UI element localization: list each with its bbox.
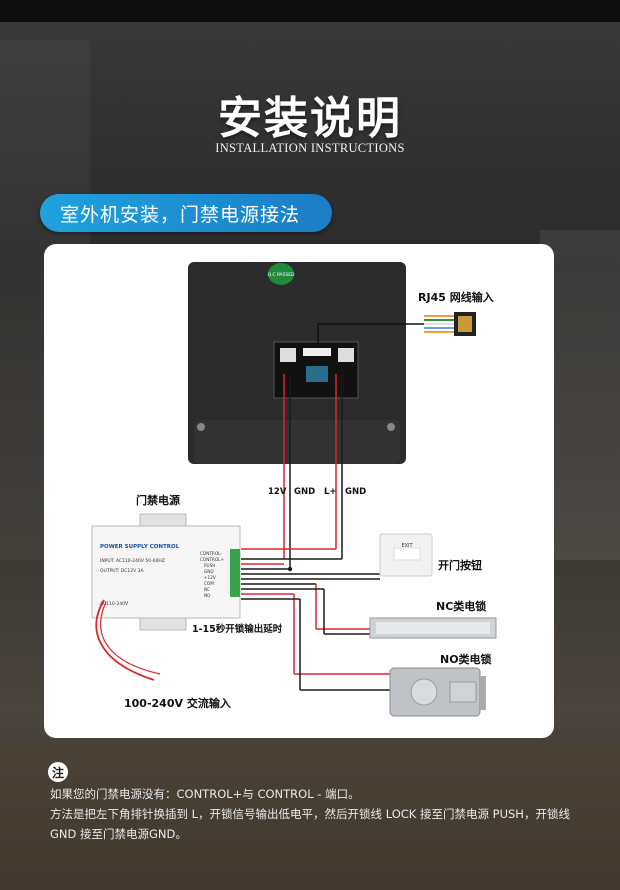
terminal-label: CONTROL- xyxy=(200,551,222,556)
section-title-text: 室外机安装，门禁电源接法 xyxy=(60,203,301,226)
no-lock xyxy=(389,667,486,717)
no-lock-wires xyxy=(241,593,390,691)
psu-output: OUTPUT: DC12V 3A xyxy=(100,568,144,574)
rj45-label: RJ45 网线输入 xyxy=(418,290,494,304)
power-supply-box xyxy=(91,513,241,631)
ac-input-cable xyxy=(95,599,161,681)
terminal-label: COM xyxy=(204,581,214,586)
page-title: 安装说明 xyxy=(218,93,402,144)
note-line-2: 方法是把左下角排针换插到 L，开锁信号输出低电平，然后开锁线 LOCK 接至门禁… xyxy=(50,807,570,821)
psu-ac-label: AC110-240V xyxy=(100,601,129,607)
rj45-connector xyxy=(317,312,476,344)
note-badge: 注 xyxy=(48,762,68,782)
nc-lock-wires xyxy=(241,583,370,635)
psu-terminals: CONTROL- CONTROL+ PUSH GND +12V COM NC N… xyxy=(200,551,224,598)
terminal-label: NO xyxy=(204,593,211,598)
psu-title: POWER SUPPLY CONTROL xyxy=(100,544,180,550)
wiring-diagram: Q.C PASSED RJ45 网线输入 12V xyxy=(91,262,497,717)
wire-lplus-label: L+ xyxy=(324,487,337,497)
exit-button-label: 开门按钮 xyxy=(438,558,482,572)
wiring-diagram-card: Q.C PASSED RJ45 网线输入 12V xyxy=(44,244,554,738)
wire-gnd2-label: GND xyxy=(345,487,366,497)
exit-button-face: EXIT xyxy=(401,543,413,549)
wire-gnd1-label: GND xyxy=(294,487,315,497)
qc-badge-text: Q.C PASSED xyxy=(267,272,295,278)
wire-12v-label: 12V xyxy=(268,487,287,497)
power-supply-label: 门禁电源 xyxy=(136,493,180,507)
qc-badge: Q.C PASSED xyxy=(267,263,295,285)
outdoor-unit xyxy=(188,262,406,464)
terminal-label: CONTROL+ xyxy=(200,557,224,562)
psu-input: INPUT: AC110-240V 50-60HZ xyxy=(100,558,165,564)
ac-input-label: 100-240V 交流输入 xyxy=(124,696,231,710)
top-bar xyxy=(0,0,620,22)
page-subtitle: INSTALLATION INSTRUCTIONS xyxy=(215,141,405,155)
no-lock-label: NO类电锁 xyxy=(440,652,492,666)
exit-button-wires xyxy=(241,573,380,580)
terminal-label: PUSH xyxy=(204,563,215,568)
delay-label: 1-15秒开锁输出延时 xyxy=(192,623,283,635)
note-line-1: 如果您的门禁电源没有：CONTROL+与 CONTROL - 端口。 xyxy=(50,787,360,801)
terminal-label: GND xyxy=(204,569,214,574)
nc-lock-label: NC类电锁 xyxy=(436,599,486,613)
nc-lock xyxy=(369,617,497,639)
terminal-label: NC xyxy=(204,587,210,592)
terminal-label: +12V xyxy=(204,575,216,580)
exit-button: EXIT xyxy=(379,533,433,577)
note-line-3: GND 接至门禁电源GND。 xyxy=(50,827,187,841)
section-title: 室外机安装，门禁电源接法 xyxy=(40,194,332,232)
power-wires xyxy=(241,374,343,572)
